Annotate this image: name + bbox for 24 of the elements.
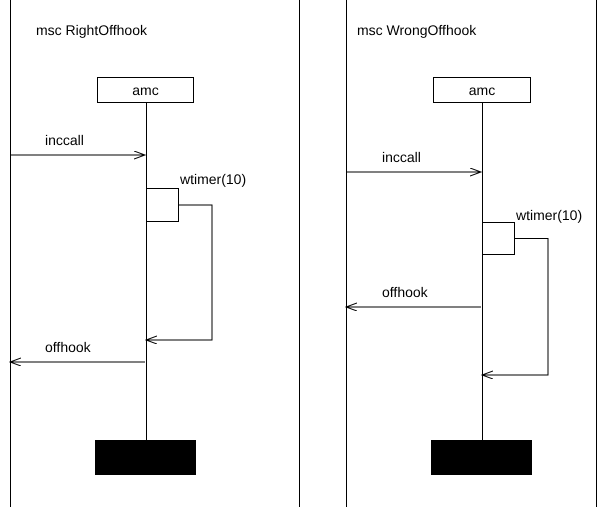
msc-frame — [346, 0, 597, 507]
msc-frame — [10, 0, 300, 507]
lifeline — [146, 103, 147, 440]
message-arrow — [10, 358, 146, 366]
instance-end-bar — [95, 440, 196, 475]
instance-end-bar — [431, 440, 532, 475]
instance-head: amc — [433, 77, 531, 103]
lifeline — [482, 103, 483, 440]
timeout-arrow — [482, 238, 548, 380]
timeout-arrow — [146, 204, 212, 344]
message-arrow — [10, 150, 146, 160]
timer-box — [146, 188, 179, 222]
message-label: inccall — [45, 132, 84, 148]
timer-label: wtimer(10) — [180, 171, 246, 187]
message-arrow — [346, 168, 482, 176]
frame-title: msc RightOffhook — [36, 22, 148, 38]
frame-title: msc WrongOffhook — [357, 22, 476, 38]
message-label: inccall — [382, 149, 421, 165]
message-label: offhook — [382, 284, 428, 300]
instance-head: amc — [97, 77, 194, 103]
message-arrow — [346, 302, 482, 312]
timer-box — [482, 222, 515, 255]
message-label: offhook — [45, 339, 91, 355]
timer-label: wtimer(10) — [516, 207, 582, 223]
